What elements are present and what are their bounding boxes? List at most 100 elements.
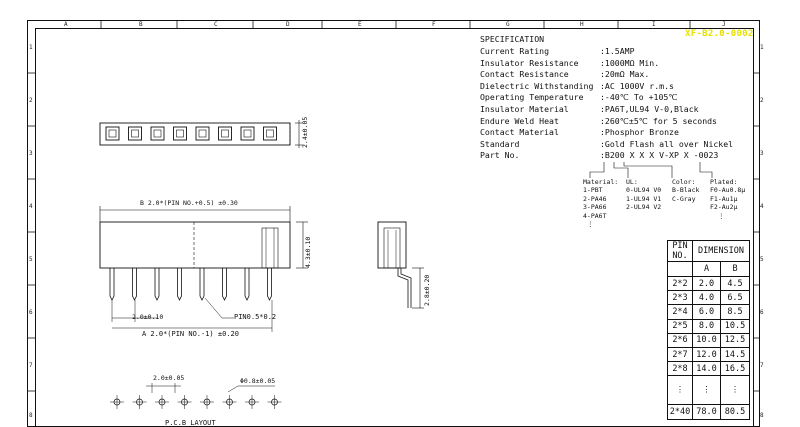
row-label-right-7: 7 — [760, 362, 764, 369]
contact-opening — [198, 129, 207, 138]
table-cell: 12.5 — [720, 332, 750, 348]
dim-body-height: 4.3±0.10 — [304, 236, 312, 268]
table-cell: 2*2 — [667, 275, 693, 292]
table-cell: 8.0 — [692, 318, 721, 334]
spec-value: :1000MΩ Min. — [600, 57, 660, 68]
spec-value: :AC 1000V r.m.s — [600, 80, 674, 91]
contact-square — [263, 126, 277, 141]
col-label-j: J — [722, 21, 726, 28]
contact-opening — [176, 129, 184, 138]
table-cell: 2*3 — [667, 290, 693, 306]
spec-key: Contact Material — [480, 127, 559, 138]
legend-material-head: Material: — [583, 178, 619, 186]
pin — [222, 268, 227, 301]
pin — [177, 268, 182, 301]
spec-value: :20mΩ Max. — [600, 69, 650, 80]
table-cell: 2.0 — [692, 275, 721, 292]
table-cell: ⋮ — [692, 375, 721, 406]
spec-key: Standard — [480, 138, 520, 149]
contact-opening — [243, 129, 252, 138]
top-view — [99, 120, 303, 148]
part-no-callouts — [589, 162, 713, 178]
table-cell: 12.0 — [692, 346, 721, 363]
row-label-right-3: 3 — [760, 150, 764, 157]
pin — [109, 268, 115, 301]
row-label-7: 7 — [29, 362, 33, 369]
contact-square — [150, 126, 165, 141]
legend-item: 4-PA6T — [583, 211, 607, 220]
row-label-right-6: 6 — [760, 309, 764, 316]
contact-square — [173, 126, 187, 141]
spec-row: Part No.:B200 X X X V-XP X -0023 — [480, 151, 718, 159]
row-label-6: 6 — [29, 309, 33, 316]
col-label-h: H — [580, 21, 584, 28]
legend-ul: UL: 0-UL94 V0 1-UL94 V1 2-UL94 V2 — [626, 178, 661, 212]
spec-key: Endure Weld Heat — [480, 115, 559, 126]
table-cell: 4.5 — [720, 275, 750, 292]
legend-ul-head: UL: — [626, 178, 638, 186]
dim-a-length: A 2.0*(PIN NO.-1) ±0.20 — [142, 330, 239, 338]
contact-opening — [131, 129, 139, 138]
row-label-3: 3 — [29, 150, 33, 157]
spec-value: :Phosphor Bronze — [600, 127, 679, 138]
spec-row: Contact Material :Phosphor Bronze — [480, 128, 679, 136]
table-cell: 80.5 — [720, 404, 750, 420]
pin — [244, 268, 250, 301]
table-cell: 8.5 — [720, 304, 750, 320]
spec-row: Dielectric Withstanding :AC 1000V r.m.s — [480, 82, 674, 90]
spec-row: Current Rating:1.5AMP — [480, 47, 635, 55]
table-cell: 4.0 — [692, 290, 721, 306]
spec-row: Operating Temperature:-40℃ To +105℃ — [480, 93, 678, 101]
col-label-e: E — [358, 21, 362, 28]
pin — [154, 268, 160, 301]
pin — [132, 268, 137, 301]
row-label-5: 5 — [29, 256, 33, 263]
contact-square — [218, 126, 232, 141]
dim-pitch: 2.0±0.10 — [132, 313, 164, 321]
legend-material: Material: 1-PBT 2-PA46 3-PA66 4-PA6T ⋮ — [583, 178, 618, 228]
side-view — [377, 221, 424, 309]
pin — [267, 268, 272, 301]
contact-opening — [108, 129, 117, 138]
contact-opening — [153, 129, 162, 138]
legend-plated: Plated: F0-Au0.8μ F1-Au1μ F2-Au2μ ⋮ — [710, 178, 745, 220]
legend-item: 2-UL94 V2 — [626, 203, 662, 212]
row-label-right-4: 4 — [760, 203, 764, 210]
row-label-2: 2 — [29, 97, 33, 104]
table-cell: 10.5 — [720, 318, 750, 334]
legend-item: 0-UL94 V0 — [626, 186, 662, 195]
spec-key: Dielectric Withstanding — [480, 80, 594, 91]
contact-opening — [266, 129, 274, 138]
spec-key: Operating Temperature — [480, 92, 584, 103]
dim-pin-size: PIN0.5*0.2 — [234, 313, 277, 321]
table-cell: 2*40 — [667, 404, 693, 420]
col-head-a: A — [692, 261, 721, 277]
table-cell: 14.0 — [692, 361, 721, 377]
table-cell: 2*5 — [667, 318, 693, 334]
row-label-right-1: 1 — [760, 44, 764, 51]
legend-item: C-Gray — [672, 194, 696, 203]
row-label-1: 1 — [29, 44, 33, 51]
legend-color-head: Color: — [672, 178, 696, 186]
table-cell: 2*7 — [667, 346, 693, 363]
spec-value: :B200 X X X V-XP X -0023 — [600, 150, 719, 161]
col-label-i: I — [652, 21, 656, 28]
legend-item: F1-Au1μ — [710, 194, 738, 203]
row-label-right-2: 2 — [760, 97, 764, 104]
pin — [199, 268, 205, 301]
spec-row: Contact Resistance:20mΩ Max. — [480, 70, 649, 78]
dim-top-height: 2.4±0.05 — [301, 116, 309, 148]
contact-opening — [221, 129, 229, 138]
table-cell: 6.5 — [720, 290, 750, 306]
legend-plated-head: Plated: — [710, 178, 738, 186]
table-cell: 2*4 — [667, 304, 693, 320]
spec-row: Endure Weld Heat:260℃±5℃ for 5 seconds — [480, 115, 717, 126]
dim-pcb-pitch: 2.0±0.05 — [153, 374, 185, 382]
col-head-b: B — [720, 261, 750, 277]
spec-value: :PA6T,UL94 V-0,Black — [600, 104, 699, 114]
